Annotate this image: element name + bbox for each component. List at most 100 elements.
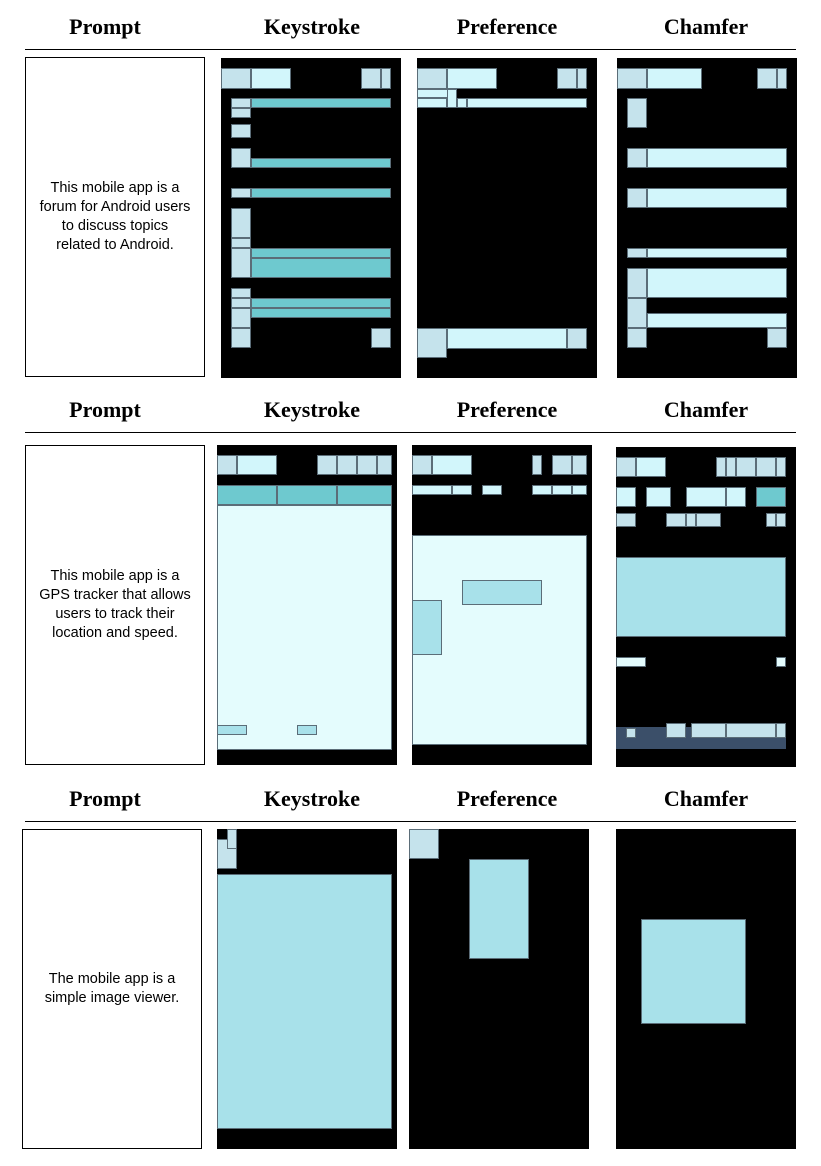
column-header-keystroke: Keystroke xyxy=(263,786,361,811)
layout-box xyxy=(776,513,786,527)
layout-box xyxy=(627,328,647,348)
layout-box xyxy=(297,725,317,735)
layout-box xyxy=(217,455,237,475)
layout-box xyxy=(647,68,702,89)
column-header-preference: Preference xyxy=(456,397,558,422)
layout-box xyxy=(317,455,337,475)
layout-box xyxy=(251,298,391,308)
layout-box xyxy=(447,328,567,349)
preference-layout xyxy=(409,829,589,1149)
layout-box xyxy=(617,68,647,89)
preference-layout xyxy=(412,445,592,765)
layout-box xyxy=(756,487,786,507)
layout-box xyxy=(627,148,647,168)
layout-box xyxy=(251,258,391,278)
layout-box xyxy=(217,485,277,505)
layout-box xyxy=(231,124,251,138)
layout-box xyxy=(251,188,391,198)
layout-box xyxy=(552,455,572,475)
prompt-text: This mobile app is a GPS tracker that al… xyxy=(39,568,191,641)
prompt-text: The mobile app is a simple image viewer. xyxy=(44,971,180,1006)
keystroke-layout xyxy=(217,829,397,1149)
layout-box xyxy=(361,68,381,89)
layout-box xyxy=(409,829,439,859)
layout-box xyxy=(756,457,776,477)
layout-box xyxy=(736,457,756,477)
header-divider xyxy=(25,432,796,433)
layout-box xyxy=(572,485,587,495)
layout-box xyxy=(647,248,787,258)
layout-box xyxy=(357,455,377,475)
layout-box xyxy=(532,485,552,495)
chamfer-layout xyxy=(616,829,796,1149)
column-header-chamfer: Chamfer xyxy=(663,397,749,422)
layout-box xyxy=(337,455,357,475)
keystroke-layout xyxy=(217,445,397,765)
preference-layout xyxy=(417,58,597,378)
layout-box xyxy=(767,328,787,348)
layout-box xyxy=(647,188,787,208)
layout-box xyxy=(231,298,251,308)
layout-box xyxy=(616,657,646,667)
layout-box xyxy=(616,457,636,477)
prompt-box: The mobile app is a simple image viewer. xyxy=(22,829,202,1149)
layout-box xyxy=(447,68,497,89)
layout-box xyxy=(666,723,686,738)
layout-box xyxy=(627,268,647,298)
layout-box xyxy=(557,68,577,89)
layout-box xyxy=(412,485,452,495)
layout-box xyxy=(277,485,337,505)
layout-box xyxy=(371,328,391,348)
layout-box xyxy=(646,487,671,507)
layout-box xyxy=(251,248,391,258)
layout-box xyxy=(251,68,291,89)
layout-box xyxy=(627,188,647,208)
layout-box xyxy=(251,308,391,318)
layout-box xyxy=(251,158,391,168)
prompt-box: This mobile app is a GPS tracker that al… xyxy=(25,445,205,765)
layout-box xyxy=(231,98,251,108)
layout-box xyxy=(231,188,251,198)
layout-box xyxy=(776,723,786,738)
layout-box xyxy=(221,68,251,89)
layout-box xyxy=(572,455,587,475)
layout-box xyxy=(686,513,696,527)
layout-box xyxy=(417,328,447,358)
chamfer-layout xyxy=(617,58,797,378)
layout-box xyxy=(641,919,746,1024)
keystroke-layout xyxy=(221,58,401,378)
layout-box xyxy=(217,874,392,1129)
layout-box xyxy=(447,89,457,108)
layout-box xyxy=(337,485,392,505)
layout-box xyxy=(217,505,392,750)
layout-box xyxy=(776,657,786,667)
layout-box xyxy=(217,725,247,735)
layout-box xyxy=(627,98,647,128)
layout-box xyxy=(467,98,587,108)
layout-box xyxy=(757,68,777,89)
layout-box xyxy=(776,457,786,477)
layout-box xyxy=(231,308,251,328)
layout-box xyxy=(691,723,726,738)
layout-box xyxy=(666,513,686,527)
layout-box xyxy=(231,208,251,238)
layout-box xyxy=(432,455,472,475)
layout-box xyxy=(452,485,472,495)
layout-box xyxy=(412,600,442,655)
layout-box xyxy=(231,108,251,118)
column-header-prompt: Prompt xyxy=(69,14,141,39)
chamfer-layout xyxy=(616,447,796,767)
layout-box xyxy=(231,248,251,278)
layout-box xyxy=(577,68,587,89)
layout-box xyxy=(726,723,776,738)
layout-box xyxy=(227,829,237,849)
layout-box xyxy=(766,513,776,527)
layout-box xyxy=(532,455,542,475)
layout-box xyxy=(777,68,787,89)
layout-box xyxy=(552,485,572,495)
layout-box xyxy=(231,328,251,348)
layout-box xyxy=(417,98,447,108)
layout-box xyxy=(237,455,277,475)
column-header-chamfer: Chamfer xyxy=(663,786,749,811)
layout-box xyxy=(381,68,391,89)
